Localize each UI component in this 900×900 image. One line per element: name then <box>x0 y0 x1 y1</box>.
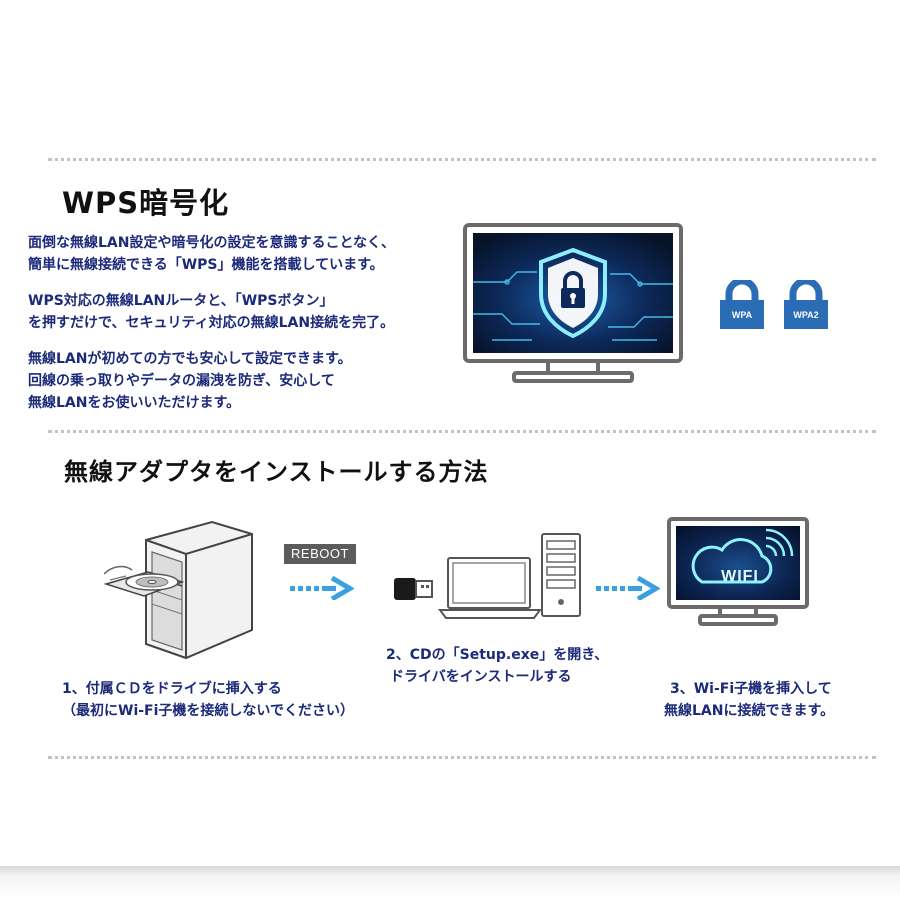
wps-paragraph-3-line-2: 回線の乗っ取りやデータの漏洩を防ぎ、安心して <box>28 373 335 389</box>
divider-middle <box>48 430 876 433</box>
wps-paragraph-3: 無線LANが初めての方でも安心して設定できます。 回線の乗っ取りやデータの漏洩を… <box>28 348 352 414</box>
wps-paragraph-2-line-1: WPS対応の無線LANルータと、「WPSボタン」 <box>28 293 334 309</box>
wps-paragraph-1: 面倒な無線LAN設定や暗号化の設定を意識することなく、 簡単に無線接続できる「W… <box>28 232 395 276</box>
arrow-right-icon <box>596 576 660 600</box>
arrow-right-icon <box>290 576 354 600</box>
step-3-line-2: 無線LANに接続できます。 <box>664 703 835 719</box>
wifi-screen-label: WIFI <box>721 568 759 585</box>
pc-tower-cd-illustration <box>104 520 253 660</box>
wifi-monitor-illustration <box>667 517 809 626</box>
usb-adapter-icon <box>394 578 433 600</box>
wpa-lock-icon <box>720 280 764 329</box>
install-heading: 無線アダプタをインストールする方法 <box>64 458 489 486</box>
wpa2-lock-icon <box>784 280 828 329</box>
step-2-line-2: ドライバをインストールする <box>390 669 572 685</box>
divider-top <box>48 158 876 161</box>
step-2-caption: 2、CDの「Setup.exe」を開き、 ドライバをインストールする <box>386 644 608 688</box>
wpa-badge-label: WPA <box>731 310 753 320</box>
divider-bottom <box>48 756 876 759</box>
reboot-label: REBOOT <box>284 544 356 564</box>
step-1-line-1: 1、付属ＣＤをドライブに挿入する <box>62 681 282 697</box>
security-monitor-illustration <box>463 223 683 383</box>
wpa2-badge-label: WPA2 <box>793 310 819 320</box>
wps-paragraph-1-line-1: 面倒な無線LAN設定や暗号化の設定を意識することなく、 <box>28 235 396 251</box>
step-3-caption: 3、Wi-Fi子機を挿入して 無線LANに接続できます。 <box>664 678 834 722</box>
step-1-caption: 1、付属ＣＤをドライブに挿入する （最初にWi-Fi子機を接続しないでください） <box>62 678 354 722</box>
desktop-tower-icon <box>541 533 581 617</box>
wps-heading: WPS暗号化 <box>62 186 230 220</box>
step-2-line-1: 2、CDの「Setup.exe」を開き、 <box>386 647 609 663</box>
wps-paragraph-3-line-1: 無線LANが初めての方でも安心して設定できます。 <box>28 351 352 367</box>
bottom-shadow-bar <box>0 866 900 900</box>
step-1-line-2: （最初にWi-Fi子機を接続しないでください） <box>62 703 354 719</box>
step-3-line-1: 3、Wi-Fi子機を挿入して <box>670 681 832 697</box>
wps-paragraph-2: WPS対応の無線LANルータと、「WPSボタン」 を押すだけで、セキュリティ対応… <box>28 290 394 334</box>
wps-paragraph-2-line-2: を押すだけで、セキュリティ対応の無線LAN接続を完了。 <box>28 315 395 331</box>
laptop-icon <box>438 557 542 619</box>
wps-paragraph-1-line-2: 簡単に無線接続できる「WPS」機能を搭載しています。 <box>28 257 384 273</box>
wps-paragraph-3-line-3: 無線LANをお使いいただけます。 <box>28 395 241 411</box>
